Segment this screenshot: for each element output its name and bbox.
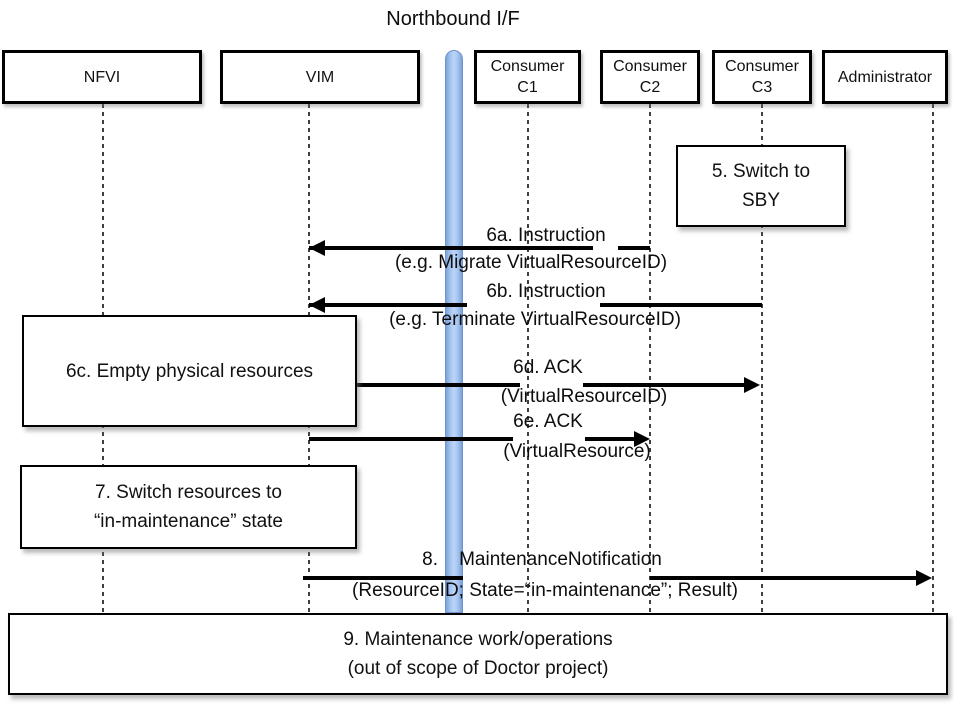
note-9-maintenance-work: 9. Maintenance work/operations (out of s… xyxy=(8,613,948,695)
msg8-arrowhead xyxy=(916,570,932,586)
msg6b-arrow-segment-1 xyxy=(309,303,467,307)
note-line-1: 7. Switch resources to xyxy=(95,482,282,503)
msg6a-label: 6a. Instruction xyxy=(486,225,606,246)
actor-box-administrator: Administrator xyxy=(822,50,948,104)
actor-box-vim: VIM xyxy=(220,50,420,104)
msg6d-arrowhead xyxy=(744,377,760,393)
msg6e-arrow-segment-1 xyxy=(309,437,513,441)
msg6b-arrow-segment-2 xyxy=(600,303,762,307)
note-line-1: 9. Maintenance work/operations xyxy=(343,629,613,650)
note-line-2: “in-maintenance” state xyxy=(93,511,284,532)
msg6d-arrow-segment-1 xyxy=(357,383,520,387)
msg8-arrow-segment-2 xyxy=(650,576,916,580)
note-line-2: (out of scope of Doctor project) xyxy=(347,658,609,679)
actor-box-nfvi: NFVI xyxy=(2,50,202,104)
msg6d-detail-label: (VirtualResourceID) xyxy=(500,386,668,407)
diagram-title: Northbound I/F xyxy=(386,8,520,30)
actor-box-consumer-c2: Consumer C2 xyxy=(600,50,700,104)
msg6a-detail-label: (e.g. Migrate VirtualResourceID) xyxy=(394,252,668,273)
note-line-1: 5. Switch to xyxy=(711,161,811,182)
msg6d-arrow-segment-2 xyxy=(583,383,744,387)
actor-label: VIM xyxy=(305,68,335,86)
msg6b-label: 6b. Instruction xyxy=(486,281,606,302)
note-5-switch-to-sby: 5. Switch to SBY xyxy=(676,145,846,227)
northbound-if-bar xyxy=(445,50,463,613)
msg8-detail-label: (ResourceID; State=“in-maintenance”; Res… xyxy=(352,580,738,601)
msg6e-arrowhead xyxy=(634,431,650,447)
lifeline-consumer-c2 xyxy=(649,104,651,613)
msg6b-arrowhead xyxy=(309,297,325,313)
actor-box-consumer-c3: Consumer C3 xyxy=(712,50,812,104)
actor-label: Consumer xyxy=(490,58,565,75)
actor-label: C2 xyxy=(639,79,661,96)
msg8-arrow-segment-1 xyxy=(303,576,463,580)
msg6d-label: 6d. ACK xyxy=(513,357,583,378)
note-7-switch-resources: 7. Switch resources to “in-maintenance” … xyxy=(20,465,357,549)
actor-label: C1 xyxy=(517,79,538,96)
msg6e-label: 6e. ACK xyxy=(513,411,583,432)
lifeline-consumer-c3 xyxy=(761,104,763,613)
note-line-2: SBY xyxy=(741,190,781,211)
msg6a-arrowhead xyxy=(309,240,325,256)
actor-label: C3 xyxy=(751,79,773,96)
actor-label: NFVI xyxy=(83,68,121,86)
msg8-label: 8. MaintenanceNotification xyxy=(422,549,662,570)
msg6e-arrow-segment-2 xyxy=(585,437,634,441)
actor-label: Consumer xyxy=(613,58,687,75)
msg6a-arrow-segment-2 xyxy=(618,246,650,250)
msg6e-detail-label: (VirtualResource) xyxy=(503,441,651,462)
msg6b-detail-label: (e.g. Terminate VirtualResourceID) xyxy=(389,309,681,330)
actor-box-consumer-c1: Consumer C1 xyxy=(474,50,581,104)
lifeline-administrator xyxy=(932,104,934,613)
actor-label: Administrator xyxy=(837,68,933,86)
msg6a-arrow-segment-1 xyxy=(309,246,593,250)
lifeline-consumer-c1 xyxy=(527,104,529,613)
note-line-1: 6c. Empty physical resources xyxy=(65,360,314,382)
actor-label: Consumer xyxy=(725,58,799,75)
note-6c-empty-physical-resources: 6c. Empty physical resources xyxy=(22,315,357,427)
